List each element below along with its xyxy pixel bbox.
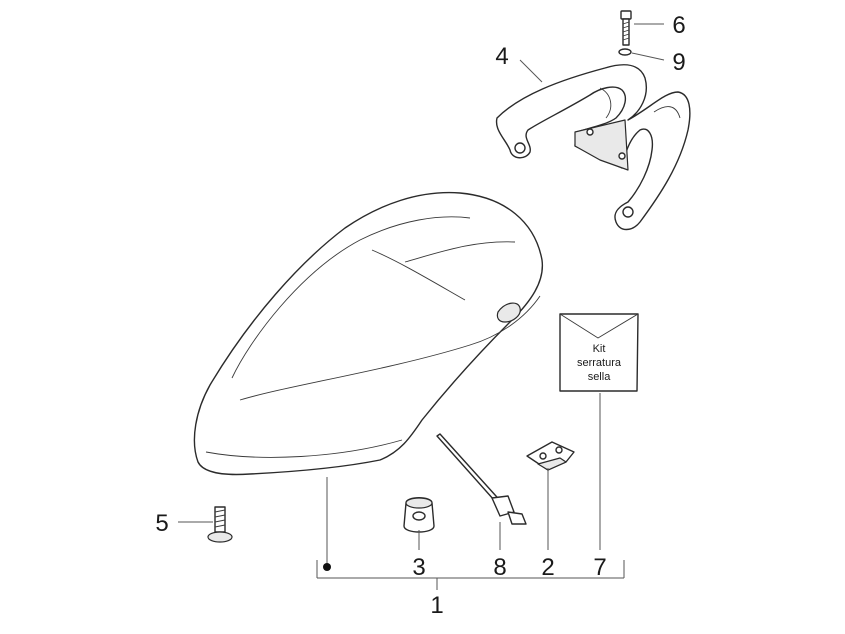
callout-4[interactable]: 4 — [495, 43, 508, 70]
seat-part[interactable] — [193, 191, 544, 476]
lock-cable-part[interactable] — [436, 433, 527, 525]
callout-6[interactable]: 6 — [672, 12, 685, 39]
callout-1[interactable]: 1 — [430, 592, 443, 619]
assembly-dot — [323, 563, 331, 571]
washer-part[interactable] — [618, 48, 632, 56]
callout-3[interactable]: 3 — [412, 554, 425, 581]
kit-label-line-2: serratura — [577, 357, 622, 369]
callout-2[interactable]: 2 — [541, 554, 554, 581]
callout-9[interactable]: 9 — [672, 49, 685, 76]
callout-7[interactable]: 7 — [593, 554, 606, 581]
callout-5[interactable]: 5 — [155, 510, 168, 537]
bolt-part[interactable] — [620, 10, 632, 46]
callout-numbers: 1 2 3 4 5 6 7 8 9 — [155, 12, 685, 619]
callout-8[interactable]: 8 — [493, 554, 506, 581]
screw-part[interactable] — [207, 506, 233, 543]
kit-label-line-3: sella — [588, 371, 612, 383]
grab-handle-part[interactable] — [495, 64, 691, 231]
leader-lines — [178, 23, 665, 590]
rubber-buffer-part[interactable] — [403, 497, 435, 533]
seat-lock-kit-bag[interactable]: Kit serratura sella — [559, 313, 639, 392]
lock-bracket-part[interactable] — [526, 441, 575, 471]
kit-label-line-1: Kit — [593, 343, 606, 355]
